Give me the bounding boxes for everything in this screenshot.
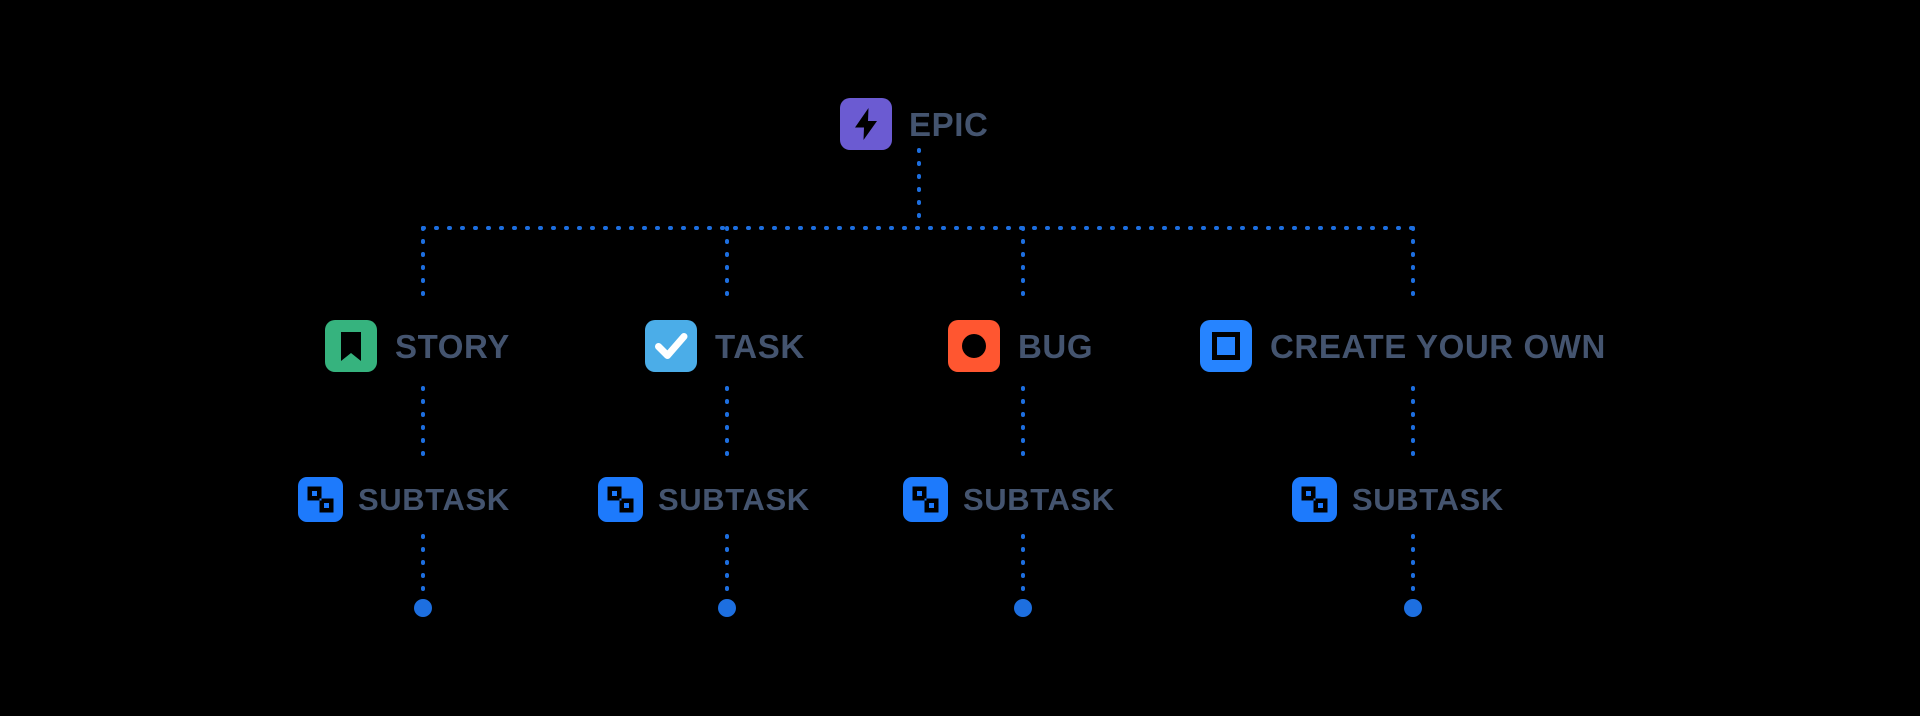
terminal-dot-4 (1404, 599, 1422, 617)
node-bug[interactable]: BUG (948, 320, 1093, 372)
subtask-squares-icon (598, 477, 643, 522)
create-your-own-square-icon (1200, 320, 1252, 372)
node-story[interactable]: STORY (325, 320, 510, 372)
terminal-dot-2 (718, 599, 736, 617)
task-check-icon (645, 320, 697, 372)
node-create-your-own[interactable]: CREATE YOUR OWN (1200, 320, 1606, 372)
node-task[interactable]: TASK (645, 320, 805, 372)
node-subtask-4[interactable]: SUBTASK (1292, 477, 1504, 522)
node-epic[interactable]: EPIC (840, 98, 988, 150)
node-label-epic: EPIC (909, 105, 989, 143)
bug-circle-icon (948, 320, 1000, 372)
node-subtask-3[interactable]: SUBTASK (903, 477, 1115, 522)
subtask-squares-icon (903, 477, 948, 522)
node-label-subtask-1: SUBTASK (358, 482, 510, 517)
node-label-subtask-4: SUBTASK (1352, 482, 1504, 517)
node-subtask-2[interactable]: SUBTASK (598, 477, 810, 522)
node-subtask-1[interactable]: SUBTASK (298, 477, 510, 522)
node-label-create-your-own: CREATE YOUR OWN (1270, 327, 1606, 365)
node-label-bug: BUG (1018, 327, 1094, 365)
terminal-dot-1 (414, 599, 432, 617)
node-label-task: TASK (715, 327, 805, 365)
terminal-dot-3 (1014, 599, 1032, 617)
subtask-squares-icon (1292, 477, 1337, 522)
story-bookmark-icon (325, 320, 377, 372)
epic-lightning-icon (840, 98, 892, 150)
node-label-story: STORY (395, 327, 510, 365)
subtask-squares-icon (298, 477, 343, 522)
node-label-subtask-2: SUBTASK (658, 482, 810, 517)
node-label-subtask-3: SUBTASK (963, 482, 1115, 517)
